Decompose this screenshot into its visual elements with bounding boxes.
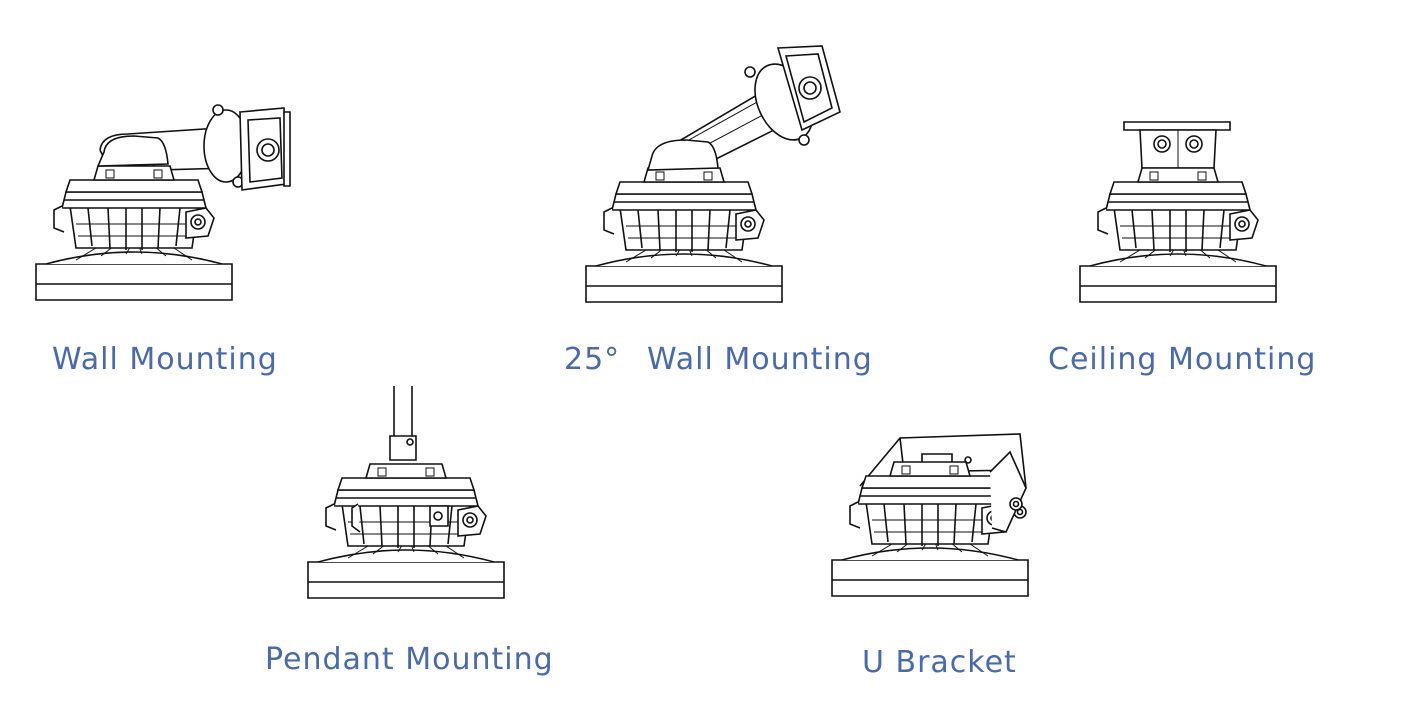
wall-25-angle-label: 25° bbox=[564, 342, 621, 377]
wall-mount-label: Wall Mounting bbox=[52, 342, 278, 377]
wall-25-mount-figure bbox=[582, 42, 852, 304]
wall-25-mount-fixture-icon bbox=[585, 42, 852, 303]
wall-25-mount-label: Wall Mounting bbox=[647, 342, 873, 377]
wall-mount-figure bbox=[30, 98, 300, 303]
ceiling-mount-fixture-icon bbox=[1079, 120, 1277, 303]
pendant-mount-figure bbox=[306, 386, 506, 599]
u-bracket-fixture-icon bbox=[831, 432, 1029, 597]
ceiling-mount-figure bbox=[1078, 120, 1278, 304]
pendant-mount-label: Pendant Mounting bbox=[265, 642, 554, 677]
u-bracket-figure bbox=[830, 432, 1030, 598]
wall-mount-fixture-icon bbox=[35, 98, 300, 301]
pendant-mount-fixture-icon bbox=[307, 386, 505, 599]
ceiling-mount-label: Ceiling Mounting bbox=[1048, 342, 1317, 377]
u-bracket-label: U Bracket bbox=[862, 645, 1017, 680]
